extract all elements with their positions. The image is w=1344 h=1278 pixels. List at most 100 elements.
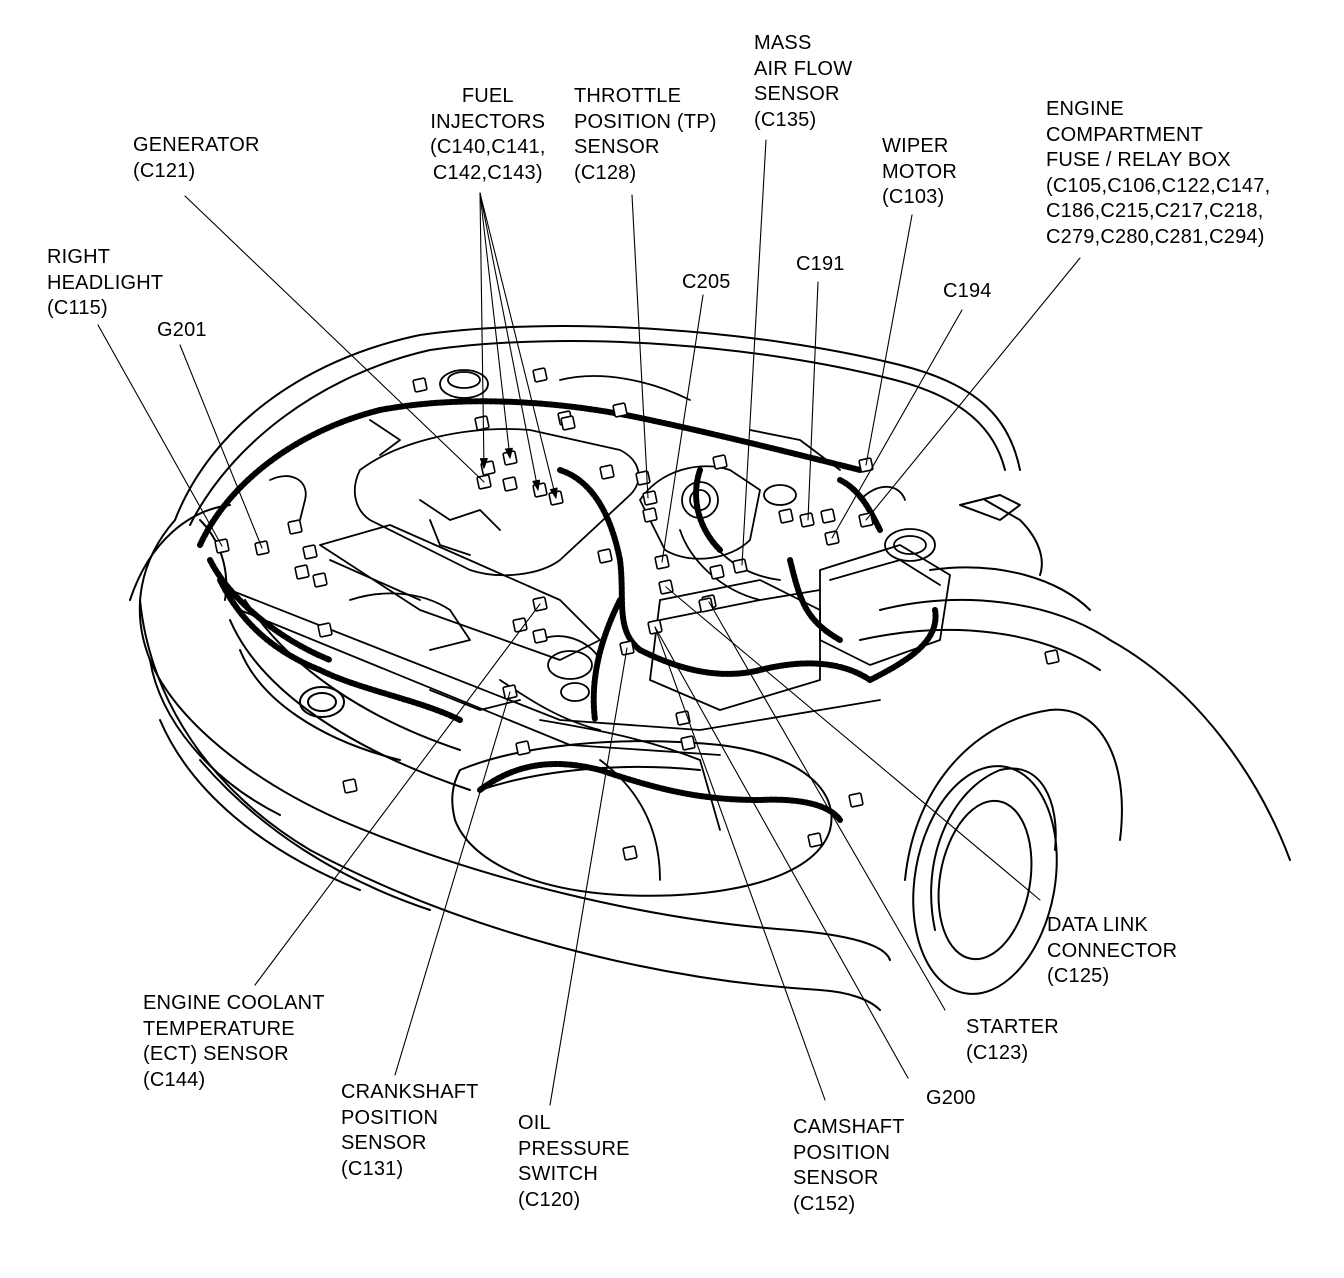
connector-block [317,622,333,638]
arrowhead [504,447,513,459]
connector-block [778,508,794,524]
label-crankshaft-position-sensor-line: POSITION [341,1106,439,1129]
label-mass-air-flow-sensor-line: MASS [754,32,812,54]
connector-block [597,548,613,564]
leader-line-c194 [831,309,963,539]
label-oil-pressure-switch-line: OIL [518,1112,551,1134]
label-engine-coolant-temperature-sensor-line: ENGINE COOLANT [143,992,325,1014]
label-data-link-connector-line: CONNECTOR [1047,939,1178,962]
connector-block [294,564,310,580]
connector-block [799,512,815,528]
label-mass-air-flow-sensor-line: (C135) [754,108,817,131]
leader-line-fuel-injector [479,192,485,469]
label-generator-line: GENERATOR [133,134,260,156]
connector-block [712,454,728,470]
connector-block [612,402,628,418]
leader-line-fuel-injector [479,192,539,491]
connector-block [599,464,615,480]
label-crankshaft-position-sensor-line: SENSOR [341,1132,427,1154]
connector-block [709,564,725,580]
label-g200: G200 [926,1086,976,1112]
connector-block [474,415,490,431]
label-oil-pressure-switch-line: SWITCH [518,1163,599,1185]
label-g201-line: G201 [157,319,207,341]
connector-block [560,415,576,431]
connector-block [732,558,748,574]
leader-line-oil-pressure [549,647,628,1106]
connector-block [820,508,836,524]
wiring-harness [197,398,939,823]
label-c205-line: C205 [682,271,731,293]
label-throttle-position-sensor-line: (C128) [574,161,637,184]
connector-block [635,470,651,486]
leader-line-c191 [807,281,819,521]
label-c194: C194 [943,279,992,305]
label-engine-coolant-temperature-sensor-line: TEMPERATURE [143,1017,295,1040]
leader-line-engine-coolant [254,603,541,986]
label-camshaft-position-sensor-line: CAMSHAFT [793,1116,905,1138]
leader-line-right-headlight [97,324,223,547]
leader-line-data-link [665,586,1041,901]
label-engine-compartment-fuse-relay-box-line: FUSE / RELAY BOX [1046,149,1231,171]
connector-block [502,476,518,492]
leader-line-fuel-injector [479,192,511,459]
leader-line-fuel-injector [479,192,557,499]
connector-block [532,367,548,383]
label-engine-compartment-fuse-relay-box-line: ENGINE [1046,98,1124,120]
connector-block [680,735,696,751]
connector-block [642,490,658,506]
label-camshaft-position-sensor-line: (C152) [793,1192,856,1215]
label-engine-coolant-temperature-sensor-line: (C144) [143,1068,206,1091]
label-starter-line: (C123) [966,1041,1029,1064]
label-fuel-injectors-line: INJECTORS [430,110,546,133]
label-c205: C205 [682,270,731,296]
leader-line-mass-air-flow [741,139,767,566]
label-engine-compartment-fuse-relay-box-line: COMPARTMENT [1046,123,1204,146]
leader-line-fuse-relay-box [865,257,1081,521]
label-c191-line: C191 [796,253,845,275]
label-engine-compartment-fuse-relay-box-line: (C105,C106,C122,C147, [1046,174,1271,197]
connector-block [312,572,328,588]
connector-block [532,628,548,644]
label-wiper-motor-line: (C103) [882,186,945,208]
label-g201: G201 [157,318,207,344]
label-generator-line: (C121) [133,159,196,182]
label-crankshaft-position-sensor-line: CRANKSHAFT [341,1081,479,1103]
label-oil-pressure-switch-line: (C120) [518,1188,581,1211]
connector-block [342,778,358,794]
leader-line-starter [708,601,946,1011]
connector-block [515,740,531,756]
leader-line-g200 [654,626,909,1079]
label-starter-line: STARTER [966,1016,1059,1038]
label-data-link-connector-line: DATA LINK [1047,914,1149,936]
label-c191: C191 [796,252,845,278]
label-engine-compartment-fuse-relay-box: ENGINE COMPARTMENT FUSE / RELAY BOX (C105,C… [1046,97,1270,250]
label-throttle-position-sensor-line: POSITION (TP) [574,110,717,133]
label-engine-compartment-fuse-relay-box-line: C186,C215,C217,C218, [1046,200,1264,222]
car-body-outline [129,325,1291,1011]
connector-block [622,845,638,861]
arrowhead [532,479,541,491]
leader-line-generator [184,195,485,483]
leader-line-throttle-position [631,194,649,499]
label-fuel-injectors-line: FUEL [461,85,514,107]
connector-block [642,507,658,523]
label-throttle-position-sensor-line: SENSOR [574,136,660,158]
label-generator: GENERATOR (C121) [133,133,260,184]
leader-line-wiper-motor [865,214,913,466]
label-right-headlight-line: RIGHT [47,246,111,268]
label-camshaft-position-sensor-line: SENSOR [793,1167,879,1189]
connector-block [698,597,714,613]
label-engine-compartment-fuse-relay-box-line: C279,C280,C281,C294) [1046,225,1265,248]
connector-block [302,544,318,560]
leader-line-crankshaft [394,691,511,1076]
label-right-headlight-line: (C115) [47,297,108,319]
